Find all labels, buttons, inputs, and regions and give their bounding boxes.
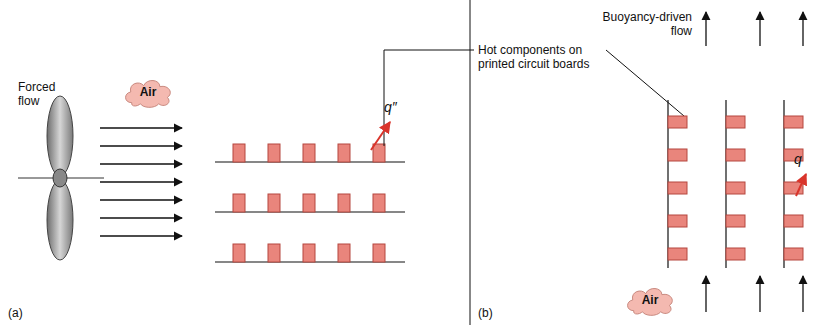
component: [268, 194, 280, 212]
component-label: Hot components on printed circuit boards: [478, 43, 604, 71]
heat-flux-arrow: [371, 122, 390, 150]
flow-arrow: [100, 163, 182, 164]
fan: [18, 96, 104, 260]
component: [726, 248, 745, 260]
component: [373, 194, 385, 212]
cloud-label: Air: [140, 85, 157, 99]
flow-arrow: [802, 276, 803, 312]
component: [303, 244, 315, 262]
leader-line: [606, 50, 684, 116]
component: [268, 144, 280, 162]
component: [726, 116, 745, 128]
component: [268, 244, 280, 262]
leader-line: [384, 50, 474, 146]
flow-arrow: [100, 235, 182, 236]
air-cloud: Air: [623, 284, 677, 316]
component: [338, 144, 350, 162]
divider: [470, 0, 471, 325]
cloud-label: Air: [642, 293, 659, 307]
component: [668, 215, 687, 227]
flow-arrow: [100, 199, 182, 200]
component: [668, 116, 687, 128]
component: [784, 215, 803, 227]
flow-arrow: [705, 12, 706, 46]
flow-arrow: [100, 217, 182, 218]
component: [726, 182, 745, 194]
component: [726, 215, 745, 227]
flow-arrow: [802, 12, 803, 46]
flow-arrow: [100, 145, 182, 146]
component: [668, 182, 687, 194]
component: [373, 144, 385, 162]
component: [668, 149, 687, 161]
panel-label: (a): [8, 306, 38, 320]
flow-arrows: [100, 128, 182, 236]
flow-arrow: [705, 276, 706, 312]
flow-arrow: [100, 181, 182, 182]
component: [784, 116, 803, 128]
circuit-boards: [215, 144, 405, 262]
component: [303, 194, 315, 212]
flow-arrow: [759, 12, 760, 46]
component: [784, 248, 803, 260]
flow-label: Buoyancy-driven flow: [584, 10, 692, 38]
component: [233, 244, 245, 262]
flow-arrow: [100, 127, 182, 128]
flow-arrow: [759, 276, 760, 312]
air-cloud: Air: [121, 76, 175, 108]
component: [373, 244, 385, 262]
heat-rate-arrow: [796, 174, 806, 196]
component: [726, 149, 745, 161]
component: [338, 194, 350, 212]
component: [303, 144, 315, 162]
component: [668, 248, 687, 260]
heat-flux-label: q″: [384, 100, 414, 114]
flow-arrows: [706, 12, 803, 312]
component: [233, 194, 245, 212]
circuit-boards: [668, 100, 803, 268]
component: [338, 244, 350, 262]
component: [233, 144, 245, 162]
heat-rate-label: q: [794, 152, 808, 166]
flow-label: Forced flow: [18, 80, 66, 108]
panel-label: (b): [478, 306, 508, 320]
